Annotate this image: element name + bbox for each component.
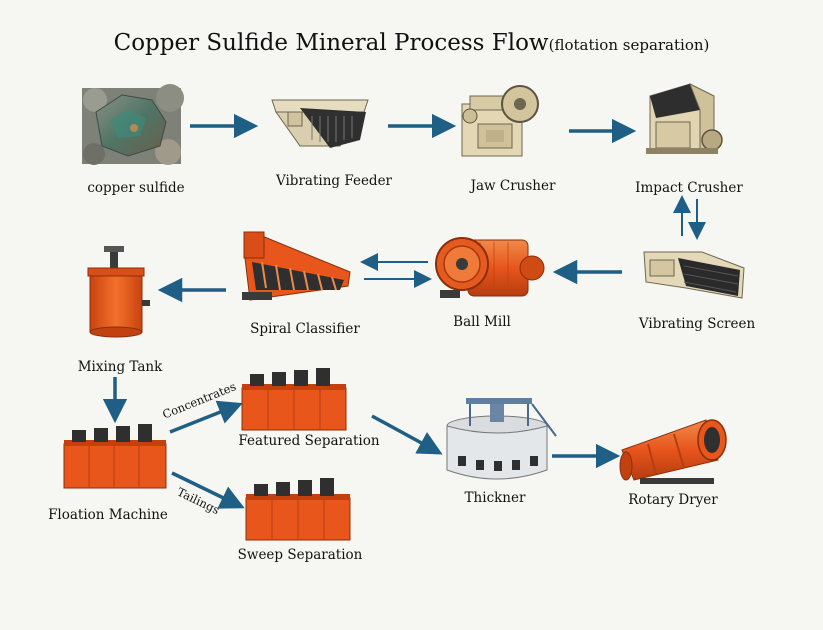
node-label-impact-crusher: Impact Crusher xyxy=(635,180,743,196)
vibrating-feeder-image xyxy=(271,99,369,148)
ball-mill-image xyxy=(435,237,545,298)
sweep-separation-machine-image xyxy=(245,478,351,541)
arrow-flotation-to-sweep xyxy=(171,471,245,509)
featured-separation-machine-image xyxy=(241,368,347,431)
copper-sulfide-ore-image xyxy=(82,84,184,165)
title-main: Copper Sulfide Mineral Process Flow xyxy=(113,30,549,56)
impact-crusher-image xyxy=(646,82,723,154)
node-label-featured-separation: Featured Separation xyxy=(238,433,380,449)
node-label-jaw-crusher: Jaw Crusher xyxy=(470,178,556,194)
rotary-dryer-image xyxy=(619,419,727,484)
node-label-vibrating-feeder: Vibrating Feeder xyxy=(275,173,393,189)
title-subtitle: (flotation separation) xyxy=(548,36,710,54)
node-label-vibrating-screen: Vibrating Screen xyxy=(638,316,756,332)
arrow-flotation-to-featured xyxy=(169,400,243,434)
spiral-classifier-image xyxy=(242,231,351,301)
node-label-thickner: Thickner xyxy=(464,490,526,506)
node-label-rotary-dryer: Rotary Dryer xyxy=(628,492,718,508)
node-label-spiral-classifier: Spiral Classifier xyxy=(250,321,360,337)
jaw-crusher-image xyxy=(461,85,539,157)
node-label-copper-sulfide: copper sulfide xyxy=(87,180,185,196)
node-label-ball-mill: Ball Mill xyxy=(453,314,511,330)
arrow-featured-to-thickner xyxy=(371,414,443,455)
node-label-mixing-tank: Mixing Tank xyxy=(77,359,163,375)
flotation-machine-image xyxy=(63,424,167,489)
thickner-image xyxy=(446,398,557,480)
edges xyxy=(102,113,706,509)
vibrating-screen-image xyxy=(643,251,745,299)
node-label-sweep-separation: Sweep Separation xyxy=(237,547,363,563)
mixing-tank-image xyxy=(87,246,150,338)
node-label-flotation-machine: Floation Machine xyxy=(48,507,168,523)
diagram-title: Copper Sulfide Mineral Process Flow(flot… xyxy=(0,30,823,56)
